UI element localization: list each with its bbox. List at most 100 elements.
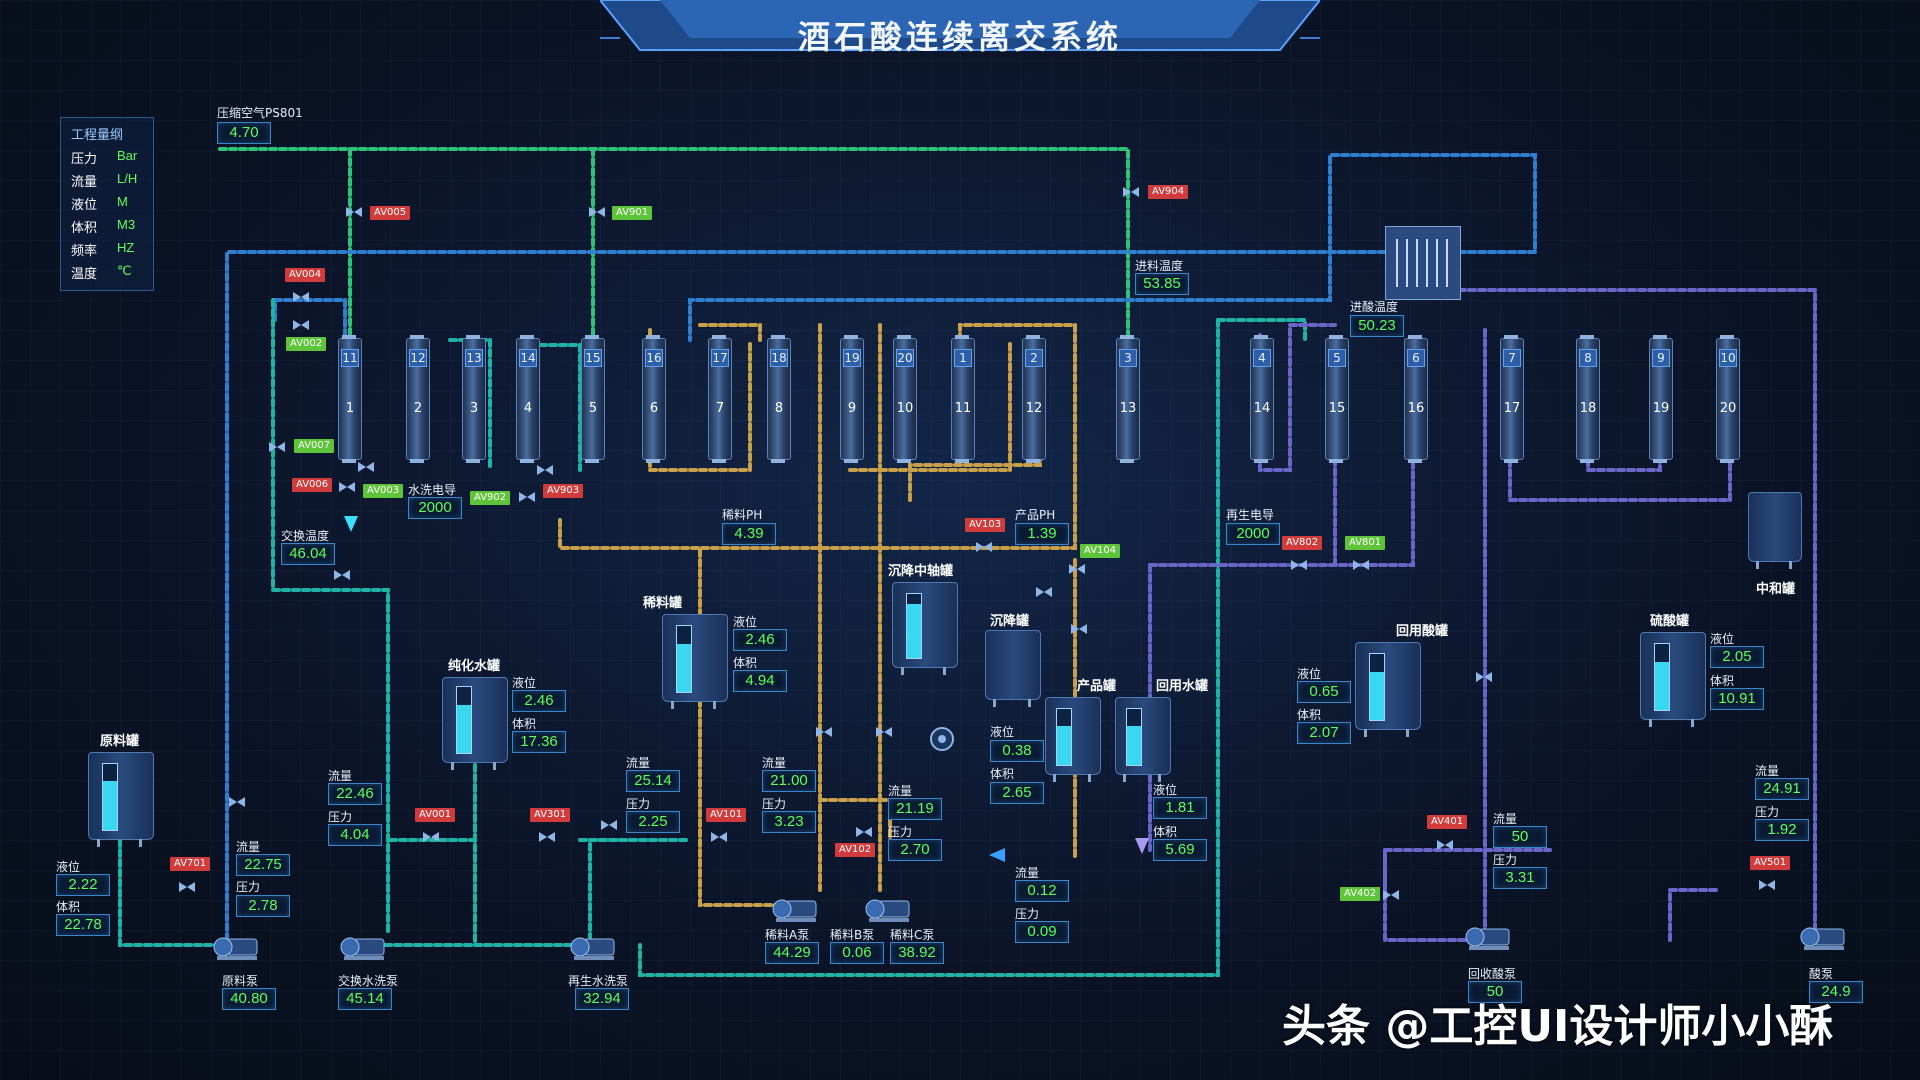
pressure-value[interactable]: 2.25 — [626, 811, 680, 833]
raw-tank-volume-value[interactable]: 22.78 — [56, 914, 110, 936]
valve-tag-av402[interactable]: AV402 — [1340, 887, 1381, 901]
valve-icon[interactable] — [292, 318, 310, 332]
valve-icon[interactable] — [292, 290, 310, 304]
pump-icon[interactable] — [340, 935, 388, 961]
valve-icon[interactable] — [345, 205, 363, 219]
pump-value[interactable]: 44.29 — [765, 942, 819, 964]
valve-tag-av002[interactable]: AV002 — [286, 337, 327, 351]
recycled-acid-tank[interactable] — [1355, 642, 1421, 737]
valve-tag-av903[interactable]: AV903 — [543, 484, 584, 498]
pump-icon[interactable] — [1465, 925, 1513, 951]
valve-tag-av005[interactable]: AV005 — [370, 206, 411, 220]
ps801-value[interactable]: 4.70 — [217, 122, 271, 144]
acid-temp-value[interactable]: 50.23 — [1350, 315, 1404, 337]
valve-icon[interactable] — [600, 818, 618, 832]
valve-tag-av104[interactable]: AV104 — [1080, 544, 1121, 558]
flow-value[interactable]: 22.46 — [328, 783, 382, 805]
valve-icon[interactable] — [855, 825, 873, 839]
valve-tag-av902[interactable]: AV902 — [470, 491, 511, 505]
dilute-tank-level-value[interactable]: 2.46 — [733, 629, 787, 651]
valve-icon[interactable] — [1290, 558, 1308, 572]
flow-value[interactable]: 25.14 — [626, 770, 680, 792]
purified-tank-level-value[interactable]: 2.46 — [512, 690, 566, 712]
neutralization-tank[interactable] — [1748, 492, 1802, 569]
settling-level-value[interactable]: 0.38 — [990, 740, 1044, 762]
purified-water-tank[interactable] — [442, 677, 508, 770]
valve-tag-av001[interactable]: AV001 — [415, 808, 456, 822]
settling-center-tank[interactable] — [892, 582, 958, 675]
valve-icon[interactable] — [815, 725, 833, 739]
valve-icon[interactable] — [975, 540, 993, 554]
flow-value[interactable]: 0.12 — [1015, 880, 1069, 902]
pressure-value[interactable]: 2.70 — [888, 839, 942, 861]
pressure-value[interactable]: 3.23 — [762, 811, 816, 833]
valve-icon[interactable] — [1070, 622, 1088, 636]
valve-icon[interactable] — [536, 463, 554, 477]
valve-icon[interactable] — [1382, 888, 1400, 902]
flow-value[interactable]: 21.19 — [888, 798, 942, 820]
valve-icon[interactable] — [1068, 562, 1086, 576]
valve-tag-av103[interactable]: AV103 — [965, 518, 1006, 532]
pressure-value[interactable]: 4.04 — [328, 824, 382, 846]
valve-icon[interactable] — [1035, 585, 1053, 599]
feed-temp-value[interactable]: 53.85 — [1135, 273, 1189, 295]
rinse-conductivity-value[interactable]: 2000 — [408, 497, 462, 519]
pressure-value[interactable]: 0.09 — [1015, 921, 1069, 943]
regen-conductivity-value[interactable]: 2000 — [1226, 523, 1280, 545]
pump-icon[interactable] — [213, 935, 261, 961]
valve-tag-av802[interactable]: AV802 — [1282, 536, 1323, 550]
valve-tag-av102[interactable]: AV102 — [835, 843, 876, 857]
settling-volume-value[interactable]: 2.65 — [990, 782, 1044, 804]
dilute-ph-value[interactable]: 4.39 — [722, 523, 776, 545]
valve-icon[interactable] — [1758, 878, 1776, 892]
valve-icon[interactable] — [518, 490, 536, 504]
valve-icon[interactable] — [422, 830, 440, 844]
exchange-temp-value[interactable]: 46.04 — [281, 543, 335, 565]
pressure-value[interactable]: 1.92 — [1755, 819, 1809, 841]
pump-icon[interactable] — [1800, 925, 1848, 951]
pump-value[interactable]: 50 — [1468, 981, 1522, 1003]
valve-icon[interactable] — [588, 205, 606, 219]
pressure-value[interactable]: 2.78 — [236, 895, 290, 917]
valve-tag-av003[interactable]: AV003 — [363, 484, 404, 498]
recycled-acid-level-value[interactable]: 0.65 — [1297, 681, 1351, 703]
valve-icon[interactable] — [178, 880, 196, 894]
valve-icon[interactable] — [338, 480, 356, 494]
pump-icon[interactable] — [772, 897, 820, 923]
stirrer-pump-icon[interactable] — [928, 725, 956, 753]
recycled-acid-volume-value[interactable]: 2.07 — [1297, 722, 1351, 744]
valve-icon[interactable] — [1436, 838, 1454, 852]
valve-icon[interactable] — [710, 830, 728, 844]
raw-material-tank[interactable] — [88, 752, 154, 847]
raw-tank-level-value[interactable]: 2.22 — [56, 874, 110, 896]
pump-value[interactable]: 0.06 — [830, 942, 884, 964]
pump-value[interactable]: 32.94 — [575, 988, 629, 1010]
valve-tag-av801[interactable]: AV801 — [1345, 536, 1386, 550]
valve-icon[interactable] — [1475, 670, 1493, 684]
dilute-tank-volume-value[interactable]: 4.94 — [733, 670, 787, 692]
valve-icon[interactable] — [357, 460, 375, 474]
valve-icon[interactable] — [1352, 558, 1370, 572]
valve-tag-av501[interactable]: AV501 — [1750, 856, 1791, 870]
valve-tag-av101[interactable]: AV101 — [706, 808, 747, 822]
valve-tag-av401[interactable]: AV401 — [1427, 815, 1468, 829]
recycled-water-tank[interactable] — [1115, 697, 1171, 782]
valve-icon[interactable] — [228, 795, 246, 809]
heat-exchanger[interactable] — [1385, 226, 1461, 300]
recycled-water-level-value[interactable]: 1.81 — [1153, 797, 1207, 819]
valve-tag-av701[interactable]: AV701 — [170, 857, 211, 871]
